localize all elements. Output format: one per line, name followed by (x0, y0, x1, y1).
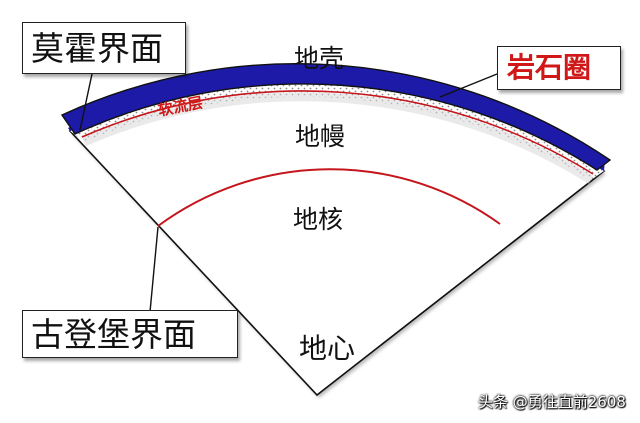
asthenosphere-haze (82, 92, 594, 184)
moho-label: 莫霍界面 (22, 22, 186, 74)
gutenberg-label: 古登堡界面 (22, 310, 238, 358)
lithosphere-boundary-line (81, 90, 594, 175)
gutenberg-leader-line (149, 226, 159, 313)
lithosphere-label: 岩石圈 (497, 46, 621, 90)
mantle-label: 地幔 (295, 122, 346, 151)
crust-band-outer (60, 63, 612, 171)
lithosphere-leader-line (439, 71, 503, 98)
watermark: 头条 @勇往直前2608 (478, 393, 626, 411)
crust-label: 地壳 (294, 44, 345, 73)
gutenberg-boundary-line (157, 168, 501, 227)
moho-leader-line (79, 73, 93, 131)
center-label: 地心 (299, 332, 356, 365)
core-label: 地核 (293, 205, 344, 234)
